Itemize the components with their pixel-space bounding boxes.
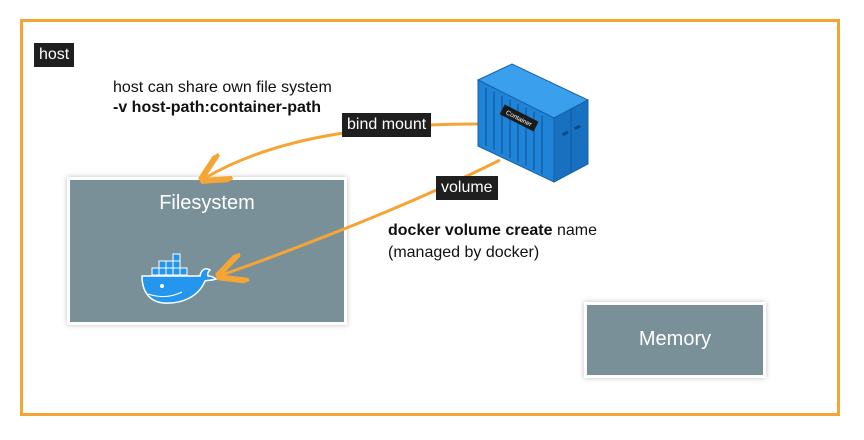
share-command: -v host-path:container-path xyxy=(113,99,321,116)
bind-mount-arrow xyxy=(205,122,479,178)
host-label: host xyxy=(34,43,75,67)
filesystem-box: Filesystem xyxy=(70,180,344,322)
volume-command-arg: name xyxy=(552,222,597,239)
docker-whale-icon xyxy=(141,253,218,304)
volume-command-bold: docker volume create xyxy=(388,222,553,239)
volume-arrow xyxy=(222,158,501,275)
volume-command: docker volume create name xyxy=(388,221,597,241)
memory-box: Memory xyxy=(587,305,763,375)
memory-title: Memory xyxy=(638,328,712,350)
volume-managed-note: (managed by docker) xyxy=(388,244,540,261)
volume-label: volume xyxy=(436,176,498,200)
share-note: host can share own file system xyxy=(113,79,332,96)
bind-mount-label: bind mount xyxy=(342,113,432,137)
container-icon: Container xyxy=(476,63,590,183)
filesystem-title: Filesystem xyxy=(159,192,255,214)
